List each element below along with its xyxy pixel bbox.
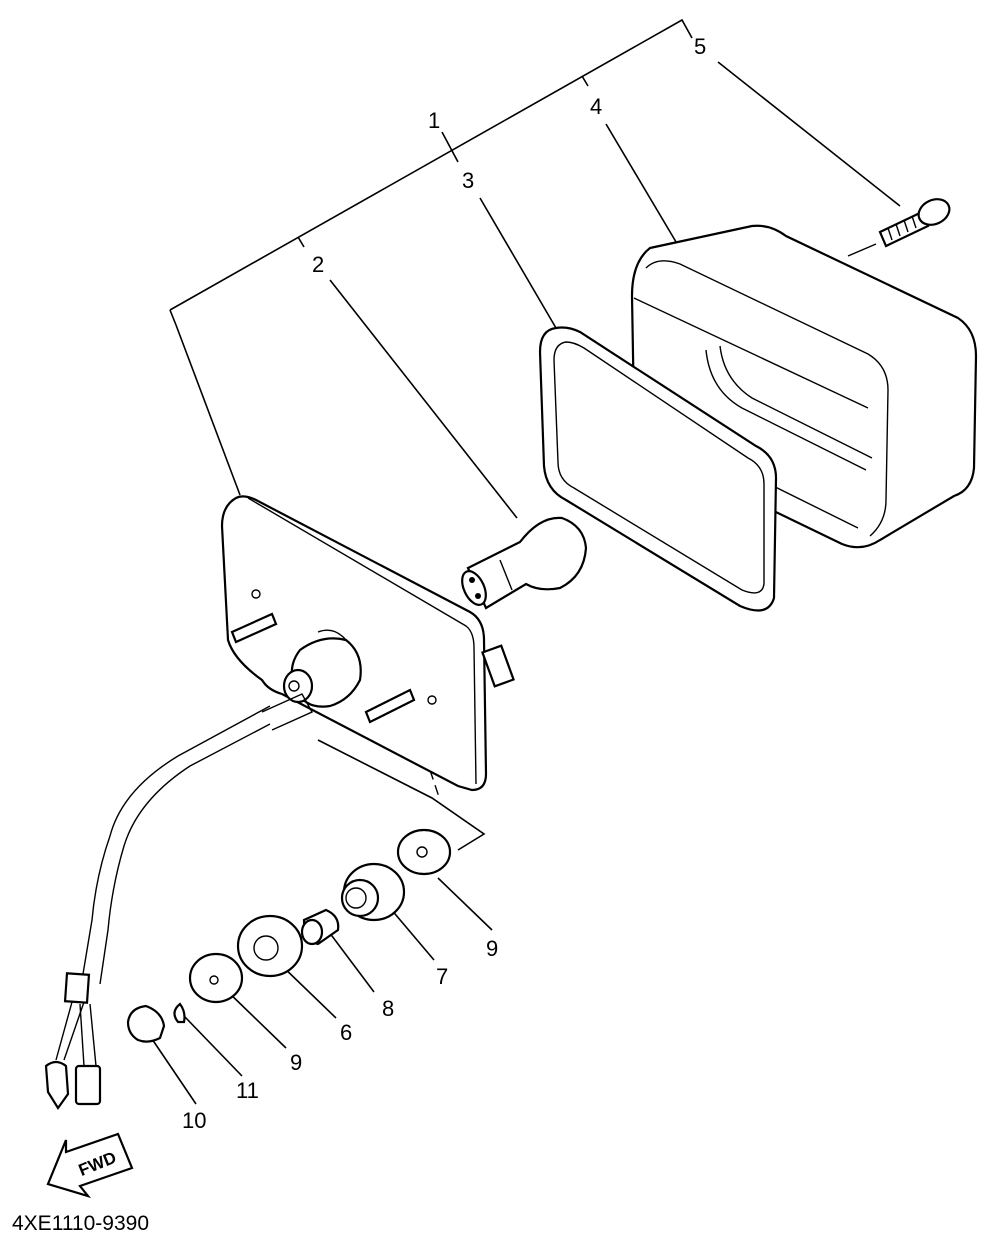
wire-harness — [44, 705, 271, 1110]
damper-part-6 — [236, 914, 304, 978]
callout-10: 10 — [182, 1108, 206, 1133]
callout-9-upper: 9 — [486, 936, 498, 961]
nut-part-10 — [126, 1004, 166, 1043]
callout-6: 6 — [340, 1020, 352, 1045]
hardware-parts — [126, 739, 486, 1043]
callout-2: 2 — [312, 252, 324, 277]
callout-1: 1 — [428, 108, 440, 133]
fwd-arrow-icon: FWD — [46, 1132, 134, 1199]
part-code: 4XE1110-9390 — [12, 1212, 149, 1235]
washer-part-9-lower — [188, 952, 244, 1004]
callout-labels: 1 2 3 4 5 6 7 8 9 9 10 11 — [182, 34, 706, 1133]
washer-part-9-upper — [396, 828, 452, 876]
lockwasher-part-11 — [173, 1002, 186, 1024]
base-plate — [220, 495, 515, 792]
callout-4: 4 — [590, 94, 602, 119]
callout-11: 11 — [236, 1078, 259, 1103]
assembly-bracket — [169, 18, 693, 496]
callout-7: 7 — [436, 964, 448, 989]
callout-9-lower: 9 — [290, 1050, 302, 1075]
callout-3: 3 — [462, 168, 474, 193]
callout-8: 8 — [382, 996, 394, 1021]
bulb-part-2 — [461, 516, 588, 610]
screw-part-5 — [847, 198, 951, 257]
callout-5: 5 — [694, 34, 706, 59]
gasket-part-3 — [538, 326, 778, 612]
leader-lines — [149, 61, 901, 1105]
